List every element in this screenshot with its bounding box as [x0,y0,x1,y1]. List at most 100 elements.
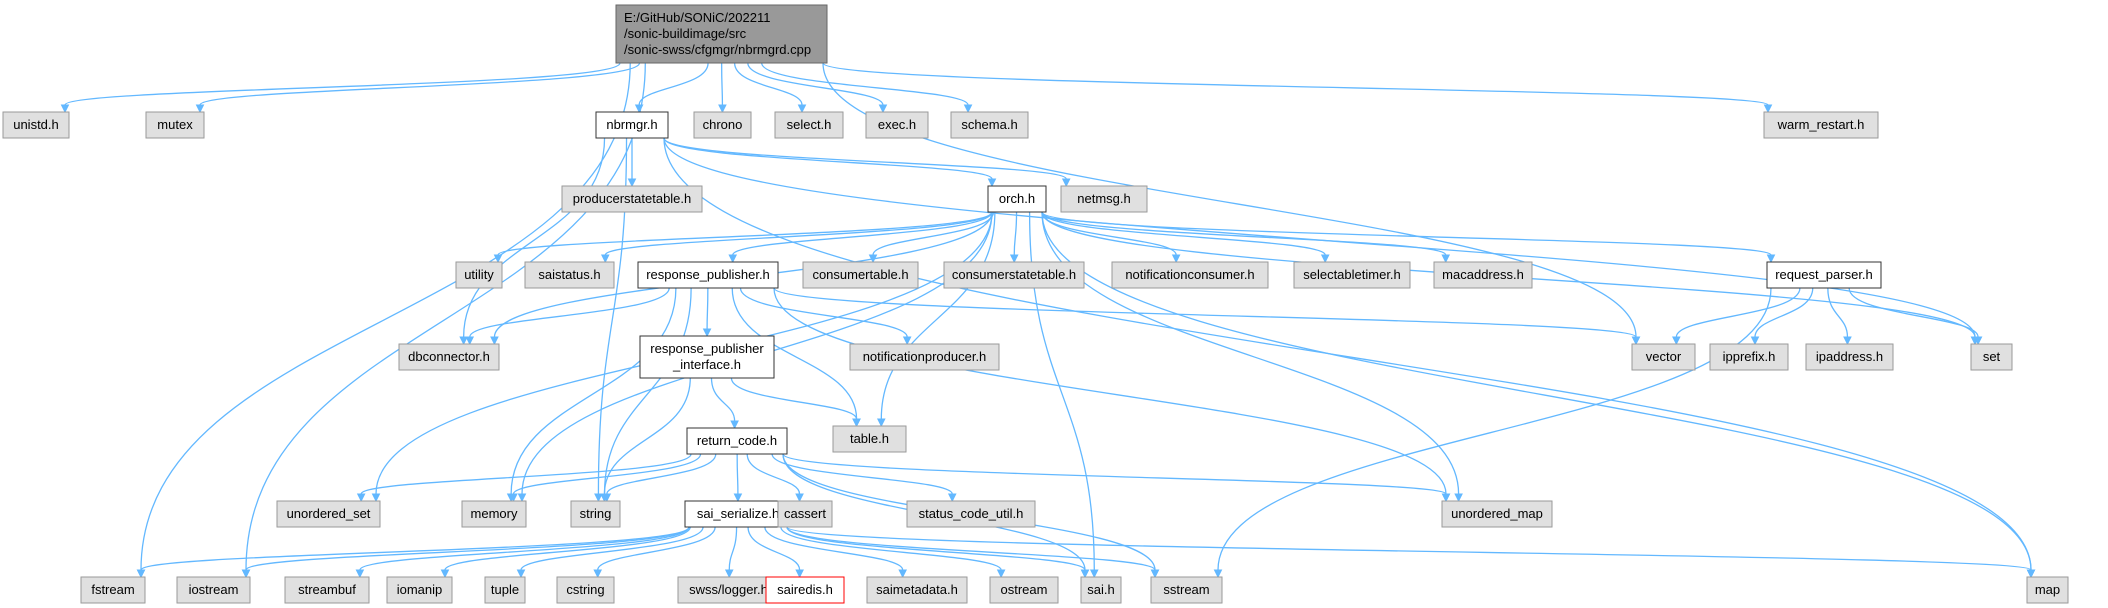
node-box-cassert [777,500,833,528]
edge-root-to-vector [822,62,1637,338]
node-label-tuple: tuple [491,582,519,597]
node-label-table: table.h [850,431,889,446]
node-label-orch: orch.h [999,191,1035,206]
edge-root-to-mutex [199,62,641,106]
node-box-consumertable [802,261,919,289]
node-box-ipprefix [1709,343,1789,371]
node-notificationconsumer: notificationconsumer.h [1111,261,1269,289]
edge-orch-to-consumerstatetable [1013,211,1018,256]
node-label-response_publisher: response_publisher.h [646,267,770,282]
arrowhead-orch-to-consumerstatetable [1009,254,1019,264]
arrowhead-nbrmgr-to-producerstatetable [627,178,637,188]
node-box-sai [1080,576,1122,604]
edge-response_publisher-to-notificationproducer [739,287,908,338]
node-label-string: string [580,506,612,521]
nodes-layer: E:/GitHub/SONiC/202211/sonic-buildimage/… [2,4,2069,604]
node-box-saistatus [524,261,615,289]
edge-orch-to-consumertable [872,211,995,256]
node-chrono: chrono [693,111,752,139]
node-notificationproducer: notificationproducer.h [849,343,1000,371]
arrowhead-request_parser-to-set [1973,336,1983,346]
node-swss_logger: swss/logger.h [677,576,780,604]
arrowhead-root-to-warm_restart [1763,104,1773,114]
arrowhead-orch-to-selectabletimer [1320,254,1330,264]
node-consumerstatetable: consumerstatetable.h [943,261,1085,289]
node-return_code[interactable]: return_code.h [686,427,788,455]
node-label-selectabletimer: selectabletimer.h [1303,267,1401,282]
edge-request_parser-to-sstream [1217,287,1772,571]
edge-orch-to-response_publisher [732,211,993,256]
node-box-notificationconsumer [1111,261,1269,289]
node-unordered_set: unordered_set [276,500,381,528]
arrowhead-response_publisher_interface-to-table [852,418,861,428]
arrowhead-orch-to-unordered_set [371,493,381,503]
node-tuple: tuple [484,576,526,604]
node-orch[interactable]: orch.h [987,185,1047,213]
node-box-return_code [686,427,788,455]
edge-sai_serialize-to-fstream [140,526,690,571]
node-label-fstream: fstream [91,582,134,597]
arrowhead-orch-to-saistatus [600,254,610,264]
node-label-unistd: unistd.h [13,117,59,132]
edge-return_code-to-unordered_map [782,453,1447,495]
node-box-response_publisher_interface [639,335,775,379]
arrowhead-request_parser-to-ipaddress [1843,336,1852,346]
node-box-schema [950,111,1029,139]
arrowhead-nbrmgr-to-dbconnector [459,336,468,346]
node-macaddress: macaddress.h [1433,261,1533,289]
node-box-consumerstatetable [943,261,1085,289]
node-select: select.h [774,111,844,139]
node-label-netmsg: netmsg.h [1077,191,1130,206]
edge-orch-to-macaddress [1041,211,1447,256]
node-response_publisher_interface[interactable]: response_publisher_interface.h [639,335,775,379]
node-cstring: cstring [556,576,615,604]
edge-return_code-to-status_code_util [771,453,953,495]
node-ipprefix: ipprefix.h [1709,343,1789,371]
node-iomanip: iomanip [386,576,453,604]
node-box-warm_restart [1763,111,1879,139]
arrowhead-response_publisher-to-response_publisher_interface [702,328,712,338]
edge-root-to-exec [747,62,884,106]
edge-nbrmgr-to-dbconnector [462,137,606,338]
node-box-orch [987,185,1047,213]
arrowhead-orch-to-notificationconsumer [1171,254,1181,264]
node-iostream: iostream [176,576,251,604]
edge-return_code-to-sai_serialize [736,453,739,495]
node-vector: vector [1631,343,1696,371]
node-nbrmgr[interactable]: nbrmgr.h [595,111,669,139]
node-box-ipaddress [1805,343,1894,371]
arrowhead-nbrmgr-to-string [594,493,603,503]
arrowhead-sai_serialize-to-swss_logger [724,569,734,579]
node-label-status_code_util: status_code_util.h [919,506,1024,521]
arrowhead-orch-to-macaddress [1441,254,1451,264]
node-label-chrono: chrono [703,117,743,132]
node-box-notificationproducer [849,343,1000,371]
node-box-selectabletimer [1293,261,1411,289]
node-sai_serialize[interactable]: sai_serialize.h [684,500,792,528]
node-box-select [774,111,844,139]
node-label-cstring: cstring [566,582,604,597]
node-label-dbconnector: dbconnector.h [408,349,490,364]
edge-sai_serialize-to-cstring [597,526,716,571]
edge-response_publisher_interface-to-return_code [710,377,736,422]
node-request_parser[interactable]: request_parser.h [1766,261,1882,289]
node-ipaddress: ipaddress.h [1805,343,1894,371]
node-box-cstring [556,576,615,604]
node-label-consumertable: consumertable.h [812,267,908,282]
node-root[interactable]: E:/GitHub/SONiC/202211/sonic-buildimage/… [615,4,828,64]
edge-sai_serialize-to-sairedis [747,526,801,571]
node-netmsg: netmsg.h [1060,185,1148,213]
edge-response_publisher-to-response_publisher_interface [706,287,709,330]
node-label-sairedis: sairedis.h [777,582,833,597]
arrowhead-orch-to-unordered_map [1454,493,1463,503]
edge-sai_serialize-to-sstream [786,526,1156,571]
node-sai: sai.h [1080,576,1122,604]
node-label-exec: exec.h [878,117,916,132]
node-ostream: ostream [989,576,1059,604]
arrowhead-root-to-select [797,104,807,114]
node-box-utility [455,261,503,289]
node-response_publisher[interactable]: response_publisher.h [637,261,779,289]
arrowhead-orch-to-response_publisher [728,254,738,264]
arrowhead-return_code-to-unordered_map [1441,493,1451,503]
node-fstream: fstream [80,576,146,604]
